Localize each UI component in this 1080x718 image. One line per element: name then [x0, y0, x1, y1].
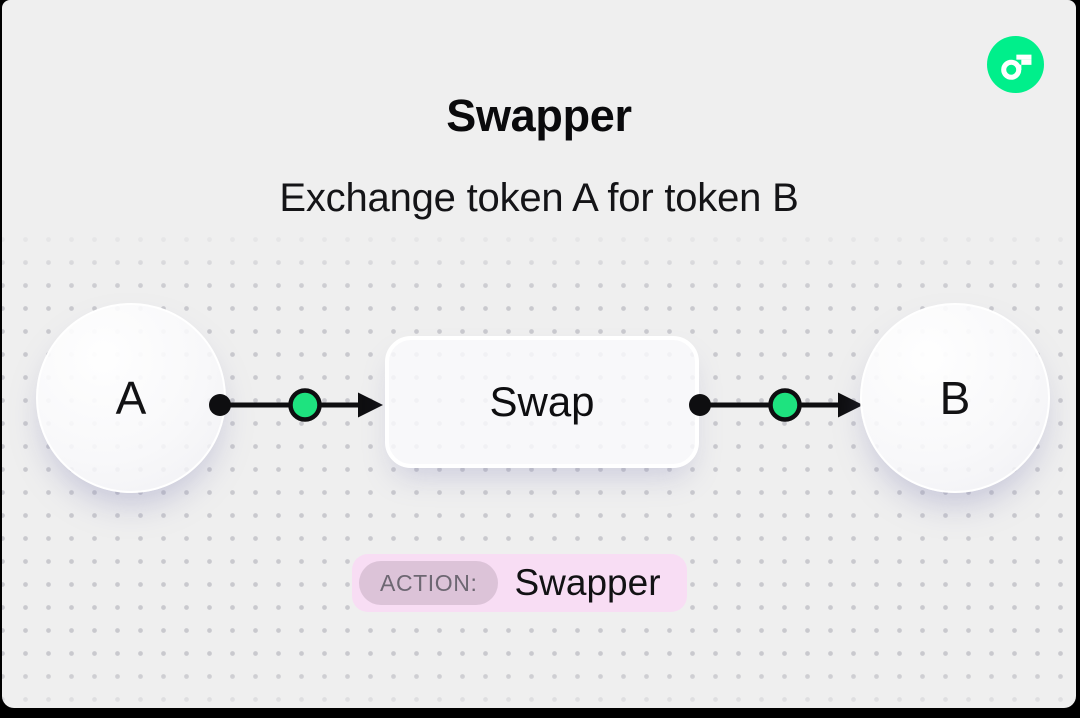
- connector-midpoint-node: [288, 388, 322, 422]
- flow-logo-icon: [987, 36, 1044, 93]
- arrowhead-icon: [838, 392, 863, 418]
- swap-action-node: Swap: [385, 336, 699, 468]
- token-b-node: B: [860, 303, 1050, 493]
- page-title: Swapper: [446, 90, 632, 142]
- token-b-label: B: [939, 372, 971, 424]
- connector-origin-dot: [689, 394, 711, 416]
- page-subtitle: Exchange token A for token B: [279, 176, 799, 220]
- connector-midpoint-node: [768, 388, 802, 422]
- action-badge: ACTION: Swapper: [352, 554, 687, 612]
- action-badge-label: ACTION:: [359, 561, 499, 605]
- swap-node-label: Swap: [489, 378, 595, 425]
- token-a-node: A: [36, 303, 226, 493]
- token-a-label: A: [115, 372, 147, 424]
- connector-origin-dot: [209, 394, 231, 416]
- connector-swap-to-b: [689, 381, 865, 429]
- action-badge-value: Swapper: [514, 562, 661, 603]
- connector-a-to-swap: [209, 381, 385, 429]
- arrowhead-icon: [358, 392, 383, 418]
